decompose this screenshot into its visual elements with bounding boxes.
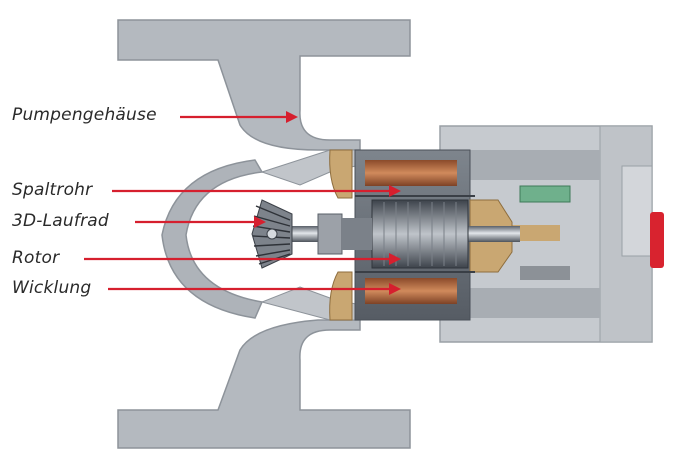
motor-rear-upper — [470, 150, 600, 180]
arrow-can-head — [389, 185, 401, 197]
arrow-impeller-head — [254, 216, 266, 228]
winding-top — [365, 160, 457, 186]
rear-bearing-green — [519, 185, 571, 203]
front-bearing — [317, 213, 343, 255]
rear-bearing-gray — [520, 266, 570, 280]
label-can: Spaltrohr — [12, 180, 93, 200]
impeller-hub — [266, 228, 278, 240]
impeller-3d — [251, 199, 293, 269]
winding-bottom — [365, 278, 457, 304]
rotor-laminations — [383, 202, 457, 266]
motor-rear-lower — [470, 288, 600, 318]
leader-arrows — [84, 111, 401, 295]
bearing-sleeve — [342, 218, 372, 250]
label-winding: Wicklung — [12, 278, 92, 298]
label-pump-housing: Pumpengehäuse — [12, 105, 157, 125]
label-impeller: 3D-Laufrad — [12, 211, 109, 231]
arrow-housing-head — [286, 111, 298, 123]
electronics-panel — [621, 165, 653, 257]
housing-volute — [161, 159, 264, 319]
label-rotor: Rotor — [12, 248, 60, 268]
terminal-box-red — [650, 212, 664, 268]
can-front-bottom — [329, 271, 353, 321]
housing-top-flange — [117, 19, 411, 151]
arrow-winding-head — [389, 283, 401, 295]
housing-bottom-flange — [117, 319, 411, 449]
arrow-rotor-head — [389, 253, 401, 265]
can-front-top — [329, 149, 353, 199]
rotor-assembly — [285, 195, 520, 273]
